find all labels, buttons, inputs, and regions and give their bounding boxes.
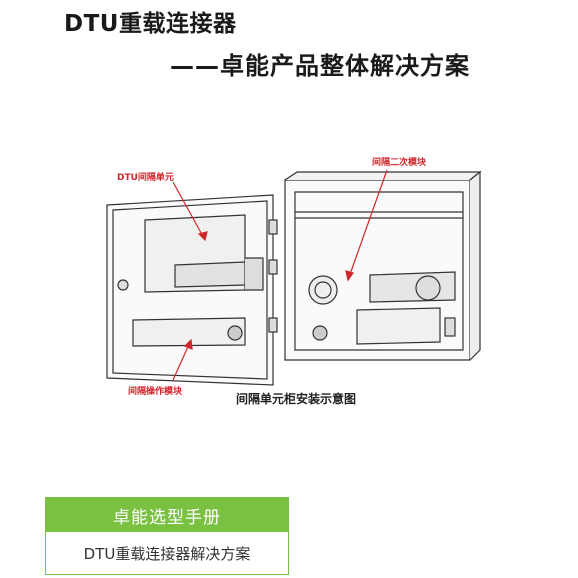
manual-heading: 卓能选型手册 — [46, 498, 288, 532]
page-subtitle: ——卓能产品整体解决方案 — [170, 52, 470, 80]
manual-subtitle: DTU重载连接器解决方案 — [83, 544, 251, 563]
selection-manual-card: 卓能选型手册 DTU重载连接器解决方案 — [45, 497, 289, 575]
figure-caption: 间隔单元柜安装示意图 — [236, 392, 357, 406]
annotation-secondary-module: 间隔二次模块 — [372, 158, 427, 168]
annotation-operation-module: 间隔操作模块 — [128, 387, 183, 397]
cabinet-installation-diagram — [106, 169, 482, 386]
annotation-dtu-unit: DTU间隔单元 — [117, 173, 174, 183]
page-title: DTU重载连接器 — [64, 11, 237, 37]
